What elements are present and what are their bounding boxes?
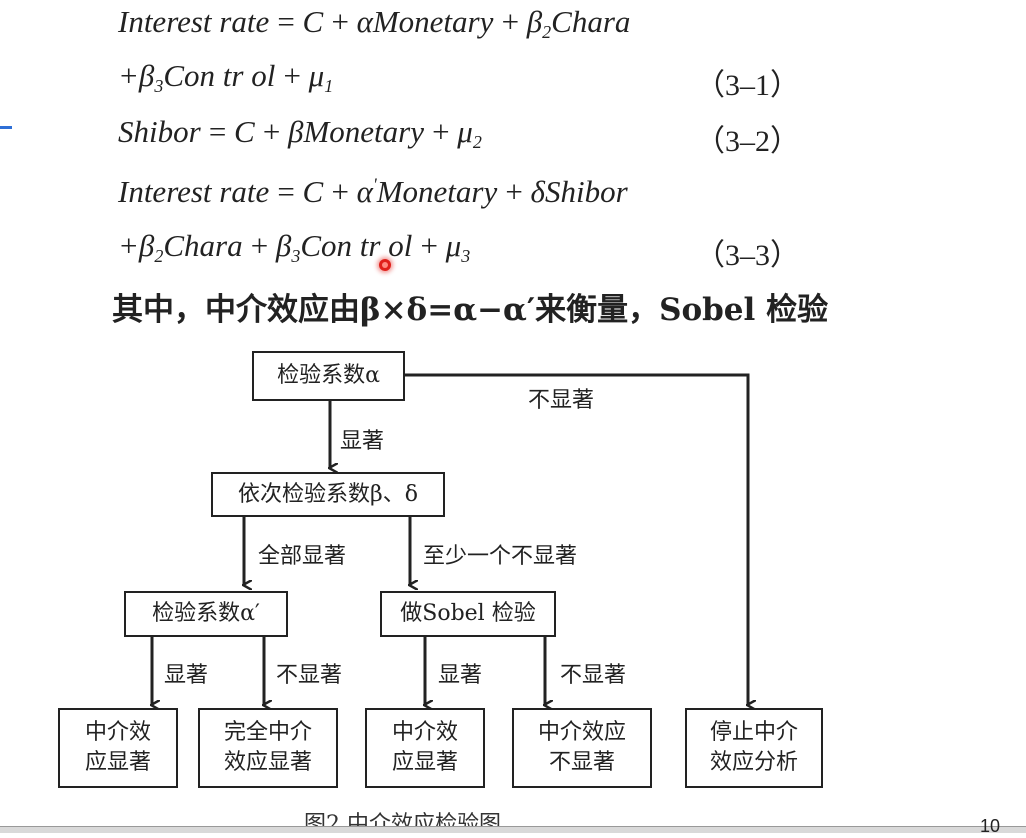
box-test-beta-delta: 依次检验系数β、δ bbox=[211, 472, 445, 517]
label-all-significant: 全部显著 bbox=[258, 544, 347, 569]
arrow-alpha-to-stop bbox=[404, 373, 748, 705]
label-significant-1: 显著 bbox=[340, 429, 385, 454]
figure-caption: 图2 中介效应检验图 bbox=[304, 812, 501, 837]
box-test-alpha: 检验系数α bbox=[252, 351, 405, 401]
equation-number-3-1: （3–1） bbox=[695, 69, 800, 102]
label-not-significant-3: 不显著 bbox=[560, 663, 627, 688]
box-test-alpha-prime: 检验系数α′ bbox=[124, 591, 288, 637]
box-result-sobel-significant: 中介效应显著 bbox=[365, 708, 485, 788]
slide-marker bbox=[0, 126, 12, 129]
page-number: 10 bbox=[980, 816, 1001, 836]
equation-3-2: Shibor = C + βMonetary + μ2 bbox=[118, 114, 482, 152]
label-significant-2: 显著 bbox=[164, 663, 209, 688]
equation-3-1-line2: +β3Con tr ol + μ1 bbox=[118, 58, 334, 96]
box-result-full-mediation: 完全中介效应显著 bbox=[198, 708, 338, 788]
mediation-note: 其中，中介效应由β×δ=α−α′来衡量，Sobel 检验 bbox=[112, 292, 829, 328]
label-significant-3: 显著 bbox=[438, 663, 483, 688]
label-not-significant-2: 不显著 bbox=[276, 663, 343, 688]
label-at-least-one-not-significant: 至少一个不显著 bbox=[423, 544, 578, 569]
equation-3-1-line1: Interest rate = C + αMonetary + β2Chara bbox=[118, 4, 631, 42]
box-stop-analysis: 停止中介效应分析 bbox=[685, 708, 823, 788]
equation-3-3-line1: Interest rate = C + α'Monetary + δShibor bbox=[118, 174, 628, 209]
equation-3-3-line2: +β2Chara + β3Con tr ol + μ3 bbox=[118, 228, 471, 266]
equation-number-3-2: （3–2） bbox=[695, 125, 800, 158]
box-sobel-test: 做Sobel 检验 bbox=[380, 591, 556, 637]
equation-number-3-3: （3–3） bbox=[695, 239, 800, 272]
laser-pointer-icon bbox=[379, 259, 391, 271]
box-result-not-significant: 中介效应不显著 bbox=[512, 708, 652, 788]
label-not-significant-top: 不显著 bbox=[528, 388, 595, 413]
box-result-mediation-significant: 中介效应显著 bbox=[58, 708, 178, 788]
bottom-bar bbox=[0, 826, 1026, 833]
